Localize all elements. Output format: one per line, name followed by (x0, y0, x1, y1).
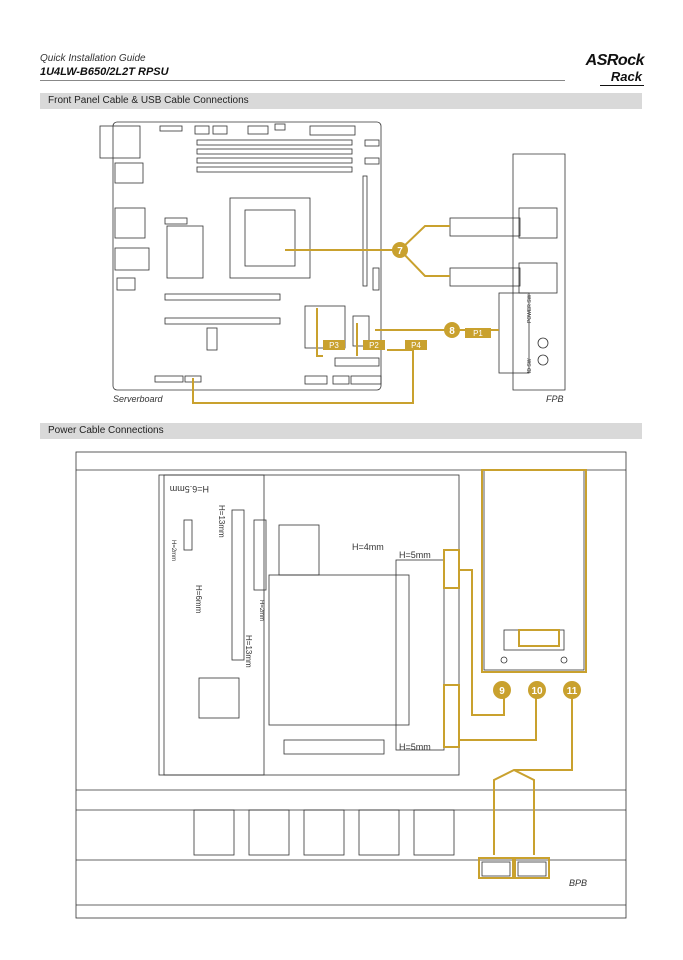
serverboard-label: Serverboard (113, 394, 163, 404)
rear-io-block (99, 125, 141, 159)
connector-p4: P4 (411, 341, 421, 350)
logo-underline (600, 85, 644, 86)
bpb-label: BPB (569, 878, 588, 888)
height-label-7: H=5mm (399, 742, 431, 752)
id-sw-label: ID SW (527, 358, 533, 373)
height-label-2: H=13mm (217, 505, 226, 538)
fpb-board (498, 292, 530, 374)
serverboard-outline (112, 121, 382, 391)
chassis-outline (75, 451, 627, 919)
callout-8-text: 8 (449, 326, 455, 337)
header-divider (40, 80, 565, 81)
section-power: Power Cable Connections (40, 423, 642, 439)
logo-text-top: ASRock (585, 52, 645, 69)
fpb-usb-1 (518, 207, 558, 239)
callout-8 (444, 322, 460, 338)
height-label-8: H=2mm (170, 540, 176, 561)
asrock-rack-logo: ASRock Rack (572, 52, 645, 88)
guide-title: Quick Installation Guide (40, 53, 146, 64)
callout-11-text: 11 (567, 686, 578, 697)
callout-9 (493, 681, 511, 699)
model-name: 1U4LW-B650/2L2T RPSU (40, 66, 169, 78)
motherboard-area (158, 474, 460, 776)
power-sw-label: POWER SW (527, 294, 533, 323)
section-front-panel: Front Panel Cable & USB Cable Connection… (40, 93, 642, 109)
height-label-9: H=2mm (258, 600, 264, 621)
height-label-4: H=5mm (399, 550, 431, 560)
connector-p1: P1 (473, 329, 483, 338)
callout-10 (528, 681, 546, 699)
callout-11 (563, 681, 581, 699)
height-label-1: H=6.5mm (170, 484, 209, 494)
fpb-outline (512, 153, 566, 391)
callout-7-text: 7 (397, 246, 403, 257)
cpu-socket (229, 197, 311, 279)
callout-9-text: 9 (499, 686, 505, 697)
connector-p2: P2 (369, 341, 379, 350)
pcie-slot-2 (164, 317, 281, 325)
callout-10-text: 10 (531, 686, 543, 697)
front-panel-diagram: 7 8 P3 P2 P4 P1 POWER SW ID SW (99, 121, 566, 404)
cpu-heatsink (268, 574, 410, 726)
fpb-label: FPB (546, 394, 564, 404)
height-label-3: H=4mm (352, 542, 384, 552)
pcie-slot-1 (164, 293, 281, 301)
connector-p3: P3 (329, 341, 339, 350)
memory-slots (395, 559, 445, 751)
callout-7 (392, 242, 408, 258)
logo-text-bottom: Rack (610, 69, 642, 84)
height-label-5: H=6mm (194, 585, 203, 614)
section-title-power: Power Cable Connections (48, 425, 164, 436)
power-cable-diagram: PSU 9 10 11 H=6.5mm H=13mm H=4mm H=5mm H… (75, 451, 627, 919)
section-title-front-panel: Front Panel Cable & USB Cable Connection… (48, 95, 249, 106)
fpb-usb-2 (518, 262, 558, 294)
height-label-6: H=13mm (244, 635, 253, 668)
psu-label: PSU (528, 633, 551, 645)
